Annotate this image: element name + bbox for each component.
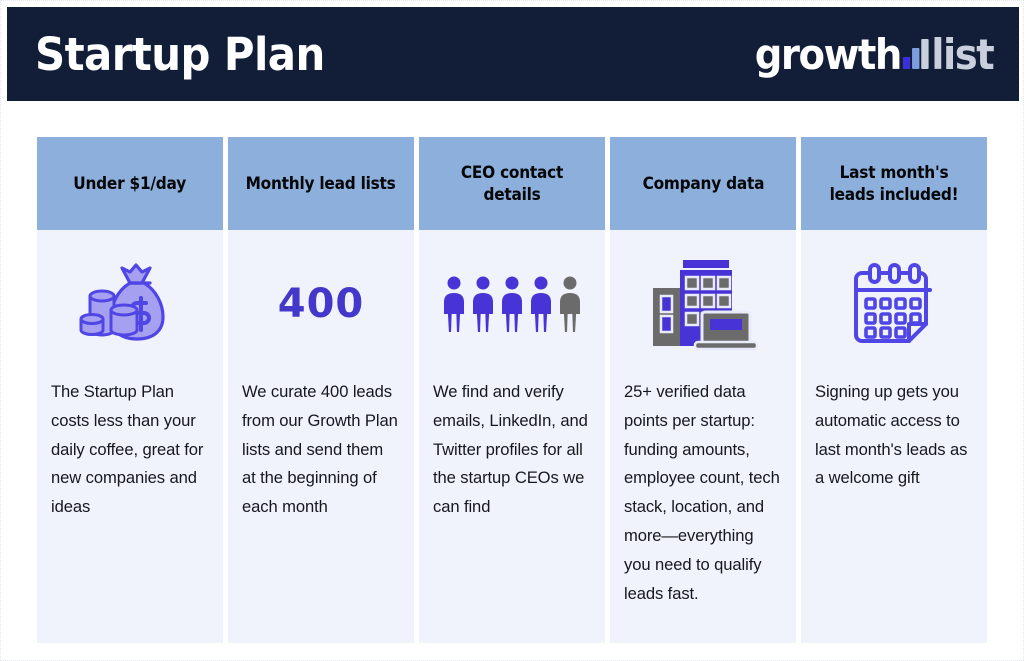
column-body: 25+ verified data points per startup: fu… [610,230,796,643]
column-heading-label: Monthly lead lists [246,173,396,193]
column-header: Company data [610,137,796,230]
page-title: Startup Plan [35,27,325,81]
growthlist-logo: growth list [754,29,995,79]
column-heading-label: Last month's leads included! [829,162,959,204]
column-header: Monthly lead lists [228,137,414,230]
feature-column-under-1-dollar-day: Under $1/day [37,137,223,643]
column-header: Last month's leads included! [801,137,987,230]
feature-column-monthly-lead-lists: Monthly lead lists 400 We curate 400 lea… [228,137,414,643]
column-description: We curate 400 leads from our Growth Plan… [242,382,398,517]
column-body: We find and verify emails, LinkedIn, and… [419,230,605,643]
office-building-laptop-icon [622,230,784,378]
column-body: Signing up gets you automatic access to … [801,230,987,643]
column-body: 400 We curate 400 leads from our Growth … [228,230,414,643]
lead-count-number: 400 [240,230,402,378]
column-description: We find and verify emails, LinkedIn, and… [433,382,588,517]
column-description: Signing up gets you automatic access to … [815,382,968,488]
logo-word-list: list [930,29,995,79]
number-value: 400 [277,281,365,327]
money-bag-coins-icon [49,230,211,378]
feature-column-last-months-leads: Last month's leads included! [801,137,987,643]
column-heading-label: Under $1/day [73,173,187,193]
calendar-icon [813,230,975,378]
people-group-icon [431,230,593,378]
bar-chart-icon [902,38,929,69]
feature-columns: Under $1/day [37,137,987,643]
logo-word-growth: growth [754,29,902,79]
header-band: Startup Plan growth list [7,7,1019,101]
column-description: The Startup Plan costs less than your da… [51,382,204,517]
feature-column-company-data: Company data [610,137,796,643]
column-header: Under $1/day [37,137,223,230]
column-heading-label: CEO contact details [460,162,564,204]
feature-column-ceo-contact-details: CEO contact details [419,137,605,643]
column-description: 25+ verified data points per startup: fu… [624,382,780,603]
column-heading-label: Company data [642,173,764,193]
column-header: CEO contact details [419,137,605,230]
column-body: The Startup Plan costs less than your da… [37,230,223,643]
